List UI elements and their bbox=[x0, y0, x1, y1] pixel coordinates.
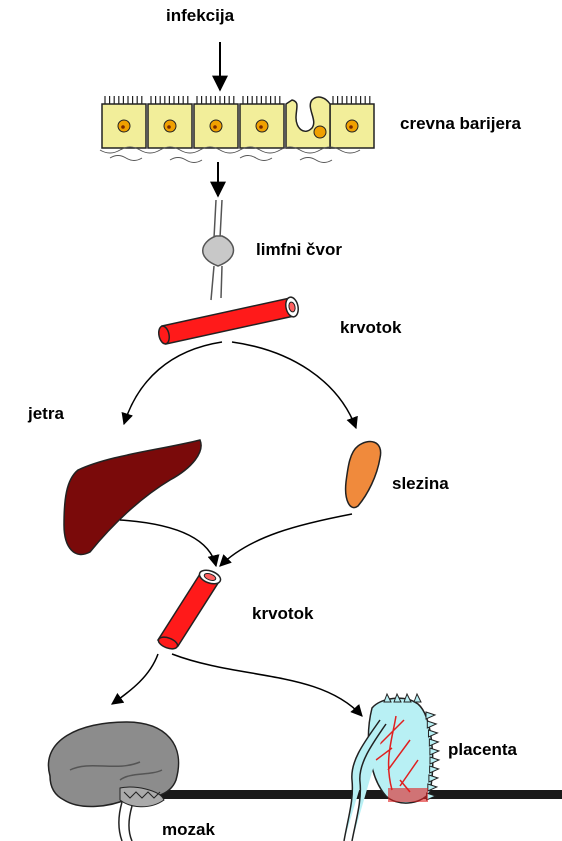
invaginating-cell bbox=[286, 97, 330, 148]
intestinal-barrier bbox=[100, 96, 374, 163]
label-gut-barrier: crevna barijera bbox=[400, 114, 521, 134]
label-infection: infekcija bbox=[166, 6, 234, 26]
epithelial-cell bbox=[240, 96, 284, 148]
epithelial-cell bbox=[102, 96, 146, 148]
arrow-to-liver bbox=[124, 342, 222, 424]
liver bbox=[64, 440, 201, 554]
spleen bbox=[346, 442, 381, 508]
label-brain: mozak bbox=[162, 820, 215, 840]
arrow-liver-to-vessel bbox=[120, 520, 216, 566]
label-liver: jetra bbox=[28, 404, 64, 424]
placenta bbox=[344, 694, 439, 841]
brain bbox=[48, 722, 178, 841]
lymph-node bbox=[203, 200, 234, 300]
label-bloodstream-1: krvotok bbox=[340, 318, 401, 338]
label-placenta: placenta bbox=[448, 740, 517, 760]
epithelial-cell bbox=[330, 96, 374, 148]
epithelial-cell bbox=[148, 96, 192, 148]
epithelial-cell bbox=[194, 96, 238, 148]
blood-vessel-2 bbox=[157, 568, 222, 652]
blood-vessel-1 bbox=[157, 296, 300, 345]
arrow-to-placenta bbox=[172, 654, 362, 716]
label-bloodstream-2: krvotok bbox=[252, 604, 313, 624]
arrow-to-spleen bbox=[232, 342, 356, 428]
arrow-to-brain bbox=[112, 654, 158, 704]
arrow-spleen-to-vessel bbox=[220, 514, 352, 566]
label-spleen: slezina bbox=[392, 474, 449, 494]
label-lymph-node: limfni čvor bbox=[256, 240, 342, 260]
